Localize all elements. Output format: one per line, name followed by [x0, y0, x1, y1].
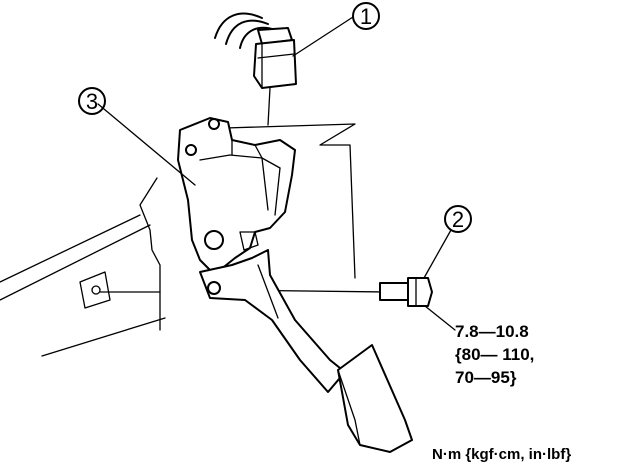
pedal-assembly [177, 117, 413, 453]
callout-3-label: 3 [86, 89, 98, 114]
torque-spec: 7.8—10.8 {80— 110, 70—95} [455, 320, 534, 389]
callout-2: 2 [444, 205, 472, 233]
callout-1-label: 1 [360, 4, 372, 29]
units-label: N·m {kgf·cm, in·lbf} [432, 446, 572, 463]
bolt [379, 277, 433, 307]
callout-3: 3 [78, 87, 106, 115]
leader-line-1 [292, 16, 354, 57]
leader-line-3 [97, 103, 196, 186]
connector [214, 12, 297, 126]
torque-leader-line [424, 305, 456, 331]
torque-spec-line-2: {80— 110, [455, 345, 535, 364]
body-panel [0, 177, 166, 357]
leader-line-2 [423, 229, 452, 279]
callout-2-label: 2 [452, 207, 464, 232]
callout-1: 1 [352, 2, 380, 30]
torque-spec-line-3: 70—95} [455, 368, 517, 387]
torque-spec-line-1: 7.8—10.8 [455, 322, 529, 341]
